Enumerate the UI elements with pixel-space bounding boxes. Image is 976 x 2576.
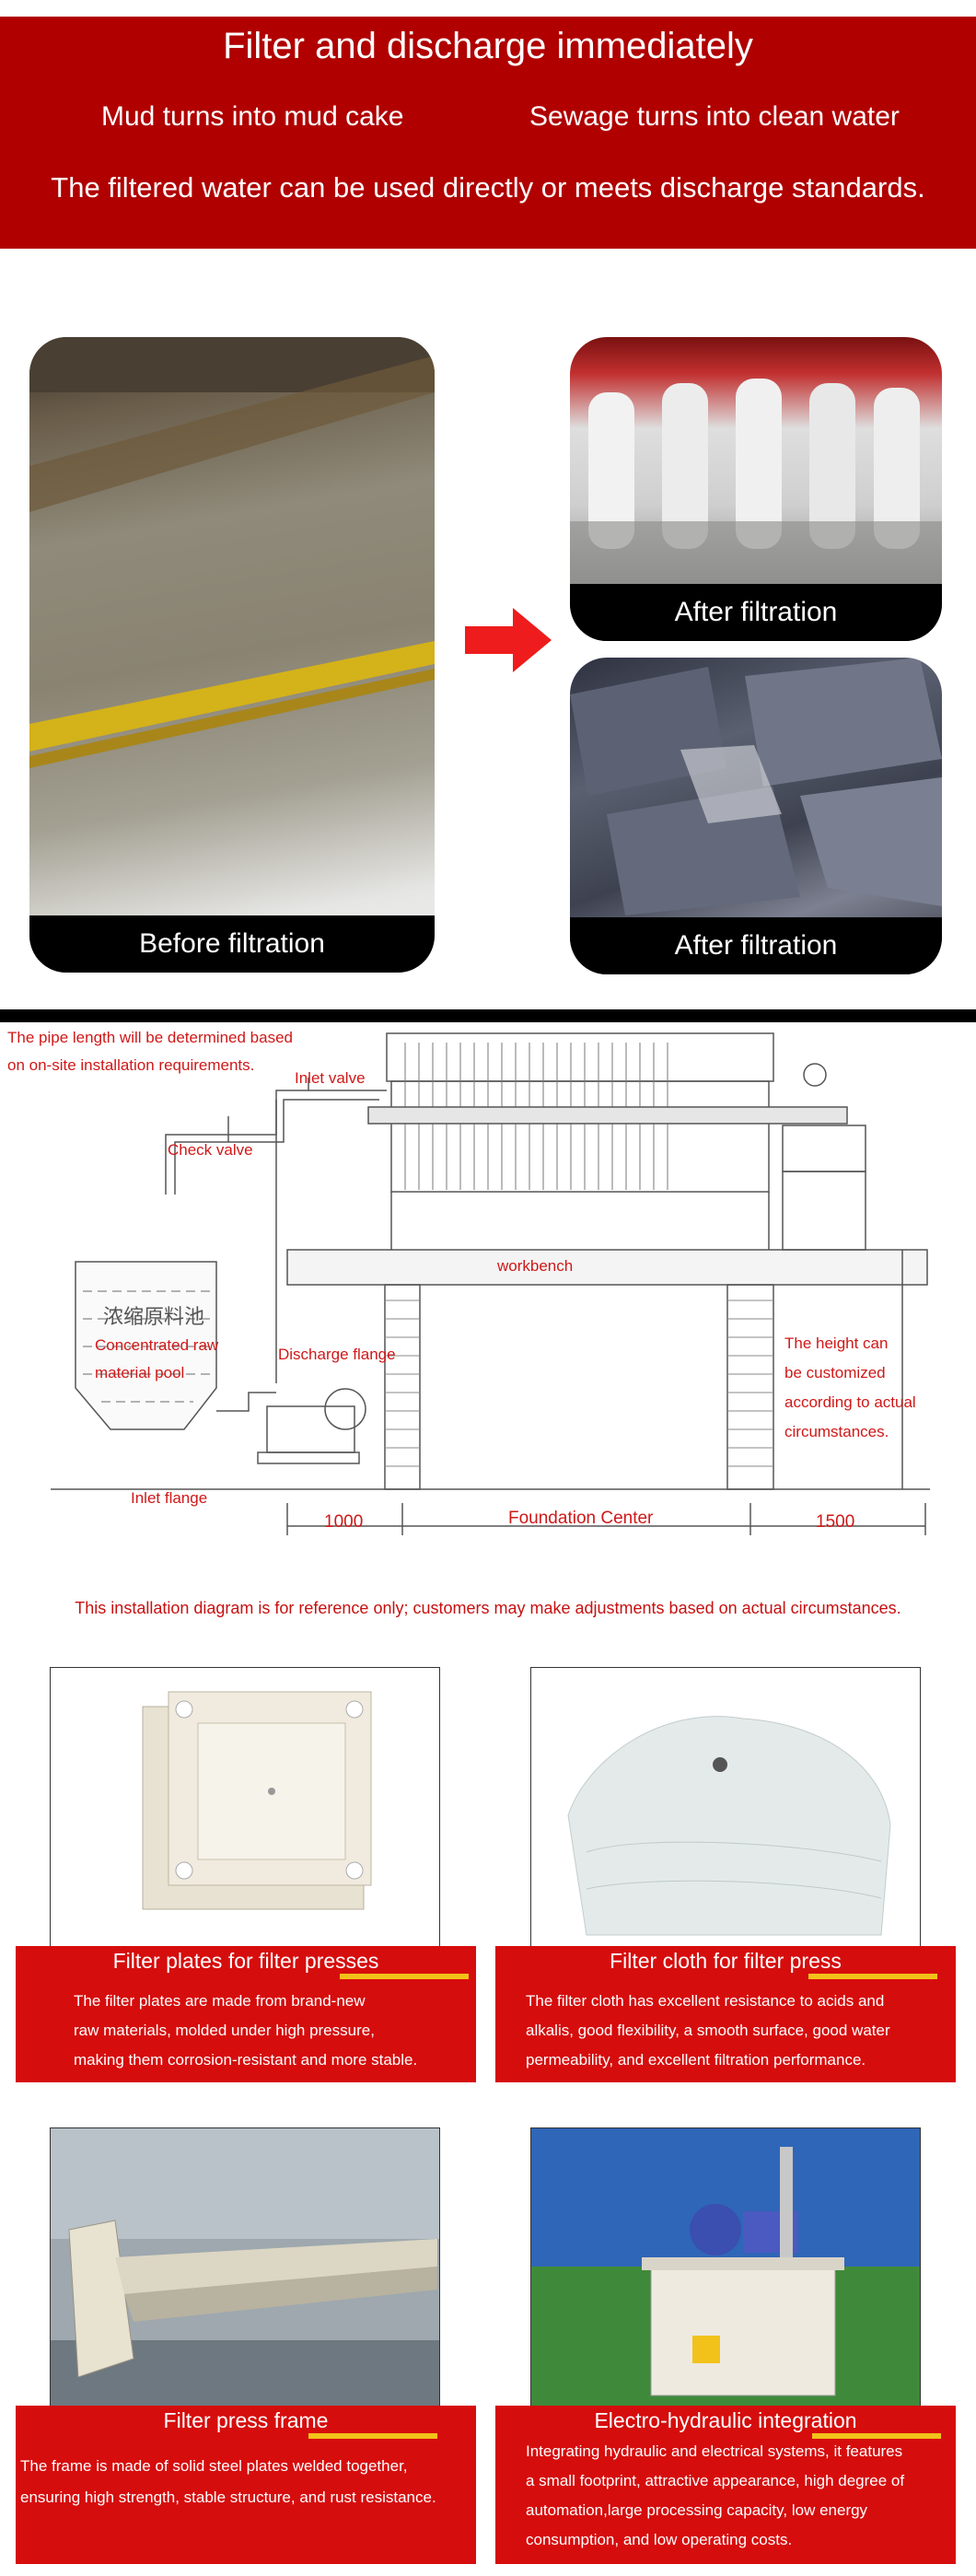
sludge-illustration bbox=[29, 337, 435, 768]
dimension-left: 1000 bbox=[324, 1512, 364, 1532]
dimension-right: 1500 bbox=[816, 1512, 855, 1532]
filter-press-frame-line-2: ensuring high strength, stable structure… bbox=[20, 2489, 436, 2506]
filter-plate-title: Filter plates for filter presses bbox=[112, 1949, 379, 1973]
mud-cake-illustration bbox=[570, 658, 942, 915]
filter-plate-card: Filter plates for filter presses The fil… bbox=[16, 1946, 476, 2082]
filter-plate-line-3: making them corrosion-resistant and more… bbox=[74, 2051, 418, 2069]
hydraulic-unit-illustration bbox=[531, 2128, 920, 2407]
title-underline bbox=[340, 1974, 469, 1979]
hydraulic-unit-image bbox=[530, 2127, 921, 2407]
title-underline bbox=[308, 2433, 437, 2439]
pipe-note-line-2: on on-site installation requirements. bbox=[7, 1056, 255, 1074]
frame-illustration bbox=[51, 2128, 439, 2407]
before-filtration-photo: Before filtration bbox=[29, 337, 435, 973]
height-note-4: circumstances. bbox=[784, 1423, 889, 1440]
hydraulic-line-4: consumption, and low operating costs. bbox=[526, 2531, 793, 2548]
height-note-2: be customized bbox=[784, 1364, 886, 1381]
pipe-note-line-1: The pipe length will be determined based bbox=[7, 1029, 293, 1046]
banner-left-line: Mud turns into mud cake bbox=[101, 101, 404, 132]
installation-drawing bbox=[51, 1032, 930, 1535]
height-note-1: The height can bbox=[784, 1335, 889, 1352]
tank-chinese-label: 浓缩原料池 bbox=[103, 1305, 205, 1328]
after-caption-2: After filtration bbox=[570, 917, 942, 974]
banner-bottom-line: The filtered water can be used directly … bbox=[51, 171, 925, 204]
height-note-3: according to actual bbox=[784, 1393, 916, 1411]
filter-cloth-illustration bbox=[567, 1716, 891, 1936]
hydraulic-line-2: a small footprint, attractive appearance… bbox=[526, 2472, 905, 2489]
header-banner: Filter and discharge immediately Mud tur… bbox=[0, 17, 976, 249]
filter-cloth-image bbox=[530, 1667, 921, 1947]
banner-title: Filter and discharge immediately bbox=[223, 26, 753, 66]
clean-water-illustration bbox=[570, 379, 942, 586]
workbench-label: workbench bbox=[497, 1257, 574, 1275]
installation-diagram: The pipe length will be determined based… bbox=[0, 1024, 976, 1549]
concentrated-label-2: material pool bbox=[95, 1364, 185, 1381]
filter-plate-line-2: raw materials, molded under high pressur… bbox=[74, 2022, 375, 2039]
filter-press-frame-line-1: The frame is made of solid steel plates … bbox=[20, 2457, 408, 2475]
hydraulic-line-1: Integrating hydraulic and electrical sys… bbox=[526, 2442, 903, 2460]
discharge-flange-label: Discharge flange bbox=[278, 1346, 396, 1363]
hydraulic-title: Electro-hydraulic integration bbox=[594, 2408, 857, 2432]
inlet-valve-label: Inlet valve bbox=[295, 1069, 366, 1087]
filter-plate-line-1: The filter plates are made from brand-ne… bbox=[74, 1992, 366, 2010]
banner-right-line: Sewage turns into clean water bbox=[529, 101, 900, 132]
filter-press-frame-title: Filter press frame bbox=[163, 2408, 329, 2432]
diagram-disclaimer: This installation diagram is for referen… bbox=[75, 1599, 901, 1617]
dimension-center: Foundation Center bbox=[508, 1509, 654, 1528]
concentrated-label-1: Concentrated raw bbox=[95, 1336, 219, 1354]
section-divider bbox=[0, 1009, 976, 1022]
filter-cloth-card: Filter cloth for filter press The filter… bbox=[495, 1946, 956, 2082]
filter-plate-image bbox=[50, 1667, 440, 1947]
title-underline bbox=[808, 1974, 937, 1979]
inlet-flange-label: Inlet flange bbox=[131, 1489, 208, 1507]
filter-cloth-line-1: The filter cloth has excellent resistanc… bbox=[526, 1992, 885, 2010]
after-caption-1: After filtration bbox=[570, 584, 942, 641]
after-filtration-photo-water: After filtration bbox=[570, 337, 942, 641]
title-underline bbox=[812, 2433, 941, 2439]
filter-plate-illustration bbox=[142, 1691, 372, 1910]
after-filtration-photo-cake: After filtration bbox=[570, 658, 942, 974]
filter-cloth-line-3: permeability, and excellent filtration p… bbox=[526, 2051, 866, 2069]
filter-press-frame-image bbox=[50, 2127, 440, 2407]
arrow-right-icon bbox=[465, 608, 552, 672]
before-caption: Before filtration bbox=[29, 915, 435, 973]
hydraulic-line-3: automation,large processing capacity, lo… bbox=[526, 2501, 868, 2519]
filter-press-frame-card: Filter press frame The frame is made of … bbox=[16, 2406, 476, 2564]
hydraulic-card: Electro-hydraulic integration Integratin… bbox=[495, 2406, 956, 2564]
filter-cloth-line-2: alkalis, good flexibility, a smooth surf… bbox=[526, 2022, 890, 2039]
check-valve-label: Check valve bbox=[168, 1141, 253, 1159]
filter-cloth-title: Filter cloth for filter press bbox=[610, 1949, 842, 1973]
